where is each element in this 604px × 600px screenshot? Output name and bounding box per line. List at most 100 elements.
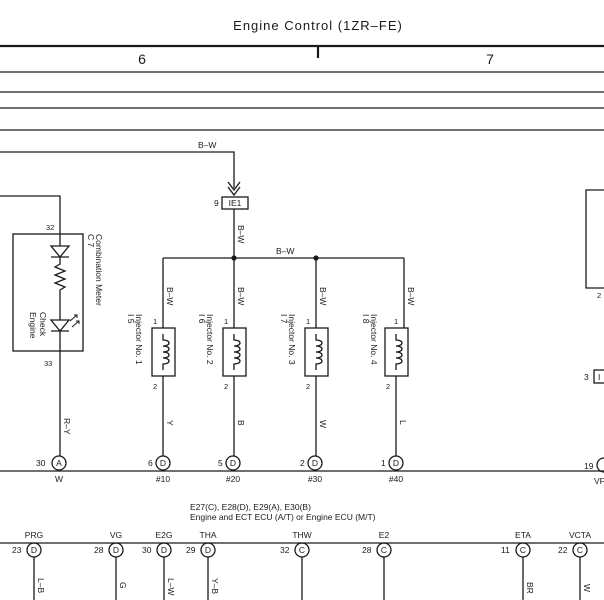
injector-1-terminal: #10	[156, 474, 170, 484]
injector-1-ecu-connector	[155, 455, 171, 471]
ecu-terminal-vg-pin: 28	[94, 545, 104, 555]
ecu-terminal-tha-pin: 29	[186, 545, 196, 555]
meter-ecu-terminal: W	[55, 474, 63, 484]
ecu-terminal-vg-label: VG	[110, 530, 122, 540]
meter-out-wire-color: R–Y	[62, 418, 72, 435]
injector-1-ecu-connector-letter: D	[160, 458, 166, 468]
injector-2-ecu-connector	[225, 455, 241, 471]
injector-2: B–W 1 I 6 Injector No. 2 2 B D 5 #20	[197, 258, 247, 484]
meter-feed-wire	[0, 195, 61, 234]
ecu-terminal-e2: E2 C 28	[362, 530, 392, 600]
led-light-rays-icon	[69, 314, 80, 328]
meter-pin-bottom: 33	[44, 359, 52, 368]
injector-4-name: Injector No. 4	[369, 314, 379, 365]
injector-2-ecu-connector-letter: D	[230, 458, 236, 468]
ie1-wire-color: B–W	[236, 225, 246, 243]
ecu-name: Engine and ECT ECU (A/T) or Engine ECU (…	[190, 512, 376, 522]
injector-1-name: Injector No. 1	[134, 314, 144, 365]
meter-ecu-connector-letter: A	[56, 458, 62, 468]
ie1-connector-box	[221, 196, 249, 210]
ie1-pin: 9	[214, 198, 219, 208]
injector-3-pin-bottom: 2	[306, 382, 310, 391]
right-connector-box	[593, 369, 604, 384]
injector-3-pin-top: 1	[306, 317, 310, 326]
ecu-terminal-eta-wire: BR	[525, 582, 535, 594]
ecu-terminal-vg-wire: G	[118, 582, 128, 589]
injector-1-code: I 5	[126, 314, 136, 324]
ecu-terminal-vcta-letter: C	[577, 545, 583, 555]
injector-3-ecu-connector-letter: D	[312, 458, 318, 468]
injector-3-ecu-pin: 2	[300, 458, 305, 468]
ecu-terminal-tha-label: THA	[200, 530, 217, 540]
meter-pin-top: 32	[46, 223, 54, 232]
column-number-6: 6	[138, 51, 146, 67]
injector-2-ecu-pin: 5	[218, 458, 223, 468]
injector-1-ecu-pin: 6	[148, 458, 153, 468]
injector-4-ecu-pin: 1	[381, 458, 386, 468]
injector-2-name: Injector No. 2	[205, 314, 215, 365]
ecu-terminal-eta-pin: 11	[501, 545, 510, 555]
right-ecu-connector	[596, 457, 604, 473]
injector-4-coil-icon	[395, 334, 403, 370]
ecu-terminal-prg-wire: L–B	[36, 578, 46, 593]
ecu-terminal-e2g-wire: L–W	[166, 578, 176, 595]
injector-2-terminal: #20	[226, 474, 240, 484]
ecu-terminal-vcta-wire: W	[582, 584, 592, 592]
ecu-terminal-vcta: VCTA C 22 W	[558, 530, 592, 600]
injector-2-bottom-wire: B	[236, 420, 246, 426]
ecu-terminal-thw-pin: 32	[280, 545, 290, 555]
injector-1-pin-top: 1	[153, 317, 157, 326]
connector-arrow-icon	[227, 181, 241, 197]
injector-1-pin-bottom: 2	[153, 382, 157, 391]
injector-3-coil-icon	[315, 334, 323, 370]
injector-3: B–W 1 I 7 Injector No. 3 2 W D 2 #30	[279, 258, 329, 484]
ecu-terminal-e2g: E2G D 30 L–W	[142, 530, 176, 600]
check-engine-label-line2: Engine	[28, 312, 38, 339]
injector-4-ecu-connector-letter: D	[393, 458, 399, 468]
injector-1-top-wire: B–W	[165, 287, 175, 305]
injector-3-bottom-wire: W	[318, 420, 328, 428]
top-feed-wire	[0, 151, 235, 188]
ecu-terminal-e2g-label: E2G	[155, 530, 172, 540]
meter-diode-icon	[49, 234, 71, 259]
ecu-terminal-vcta-pin: 22	[558, 545, 568, 555]
check-engine-led-icon	[49, 319, 71, 351]
ecu-terminal-e2-pin: 28	[362, 545, 372, 555]
right-component-box	[585, 189, 604, 289]
injector-1-coil-icon	[162, 334, 170, 370]
injector-4-bottom-wire: L	[398, 420, 408, 425]
injector-4-pin-bottom: 2	[386, 382, 390, 391]
injector-2-pin-top: 1	[224, 317, 228, 326]
ecu-terminal-tha-wire: Y–B	[210, 578, 220, 594]
meter-ecu-connector	[51, 455, 67, 471]
ecu-terminal-thw-letter: C	[299, 545, 305, 555]
injector-2-coil-icon	[233, 334, 241, 370]
top-feed-wire-color: B–W	[198, 140, 216, 150]
right-component-pin: 2	[597, 291, 601, 300]
injector-4: B–W 1 I 8 Injector No. 4 2 L D 1 #40	[361, 258, 416, 484]
injector-4-pin-top: 1	[394, 317, 398, 326]
injector-4-terminal: #40	[389, 474, 403, 484]
injector-4-ecu-connector	[388, 455, 404, 471]
injector-3-name: Injector No. 3	[287, 314, 297, 365]
injector-2-top-wire: B–W	[236, 287, 246, 305]
injector-4-top-wire: B–W	[406, 287, 416, 305]
injector-2-code: I 6	[197, 314, 207, 324]
right-ecu-terminal: VF	[594, 476, 604, 486]
meter-code: C 7	[86, 234, 96, 248]
ecu-terminal-e2-label: E2	[379, 530, 390, 540]
ecu-terminal-prg: PRG D 23 L–B	[12, 530, 46, 600]
meter-ecu-pin: 30	[36, 458, 46, 468]
ecu-terminal-prg-label: PRG	[25, 530, 43, 540]
ecu-terminal-prg-letter: D	[31, 545, 37, 555]
ecu-terminal-e2g-letter: D	[161, 545, 167, 555]
meter-name: Combination Meter	[94, 234, 104, 306]
ecu-terminal-thw: THW C 32	[280, 530, 312, 600]
column-number-7: 7	[486, 51, 494, 67]
check-engine-label-line1: Check	[38, 312, 48, 337]
injector-3-top-wire: B–W	[318, 287, 328, 305]
right-connector-pin: 3	[584, 372, 589, 382]
injector-3-ecu-connector	[307, 455, 323, 471]
distribution-bus-color: B–W	[276, 246, 294, 256]
